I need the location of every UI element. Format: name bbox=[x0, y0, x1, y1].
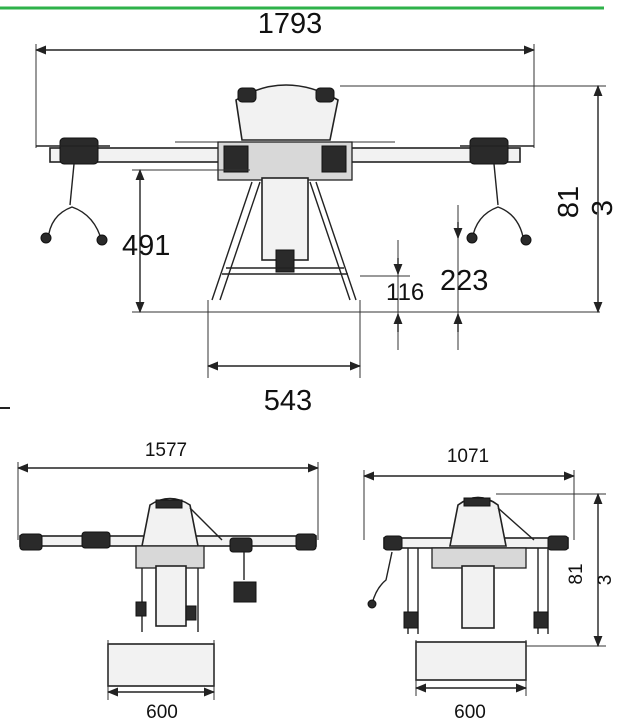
dim-height-3: 3 bbox=[587, 200, 618, 216]
dim-1577: 1577 bbox=[145, 440, 187, 461]
dim-116: 116 bbox=[386, 279, 424, 306]
dim-491: 491 bbox=[122, 230, 170, 262]
dim-1071: 1071 bbox=[447, 446, 489, 467]
dim-height-81: 81 bbox=[553, 186, 585, 218]
side-view-left: 1577 600 bbox=[16, 440, 320, 723]
dim-223: 223 bbox=[440, 265, 488, 297]
dim-height-81-side: 81 bbox=[566, 563, 587, 584]
dim-600-left: 600 bbox=[146, 702, 178, 723]
side-view-right: 1071 600 81 3 bbox=[362, 446, 616, 723]
dim-600-right: 600 bbox=[454, 702, 486, 723]
dim-543: 543 bbox=[264, 385, 312, 417]
dim-1793: 1793 bbox=[258, 8, 323, 40]
dim-height-3-side: 3 bbox=[595, 575, 616, 586]
front-view: 1793 bbox=[34, 8, 618, 417]
